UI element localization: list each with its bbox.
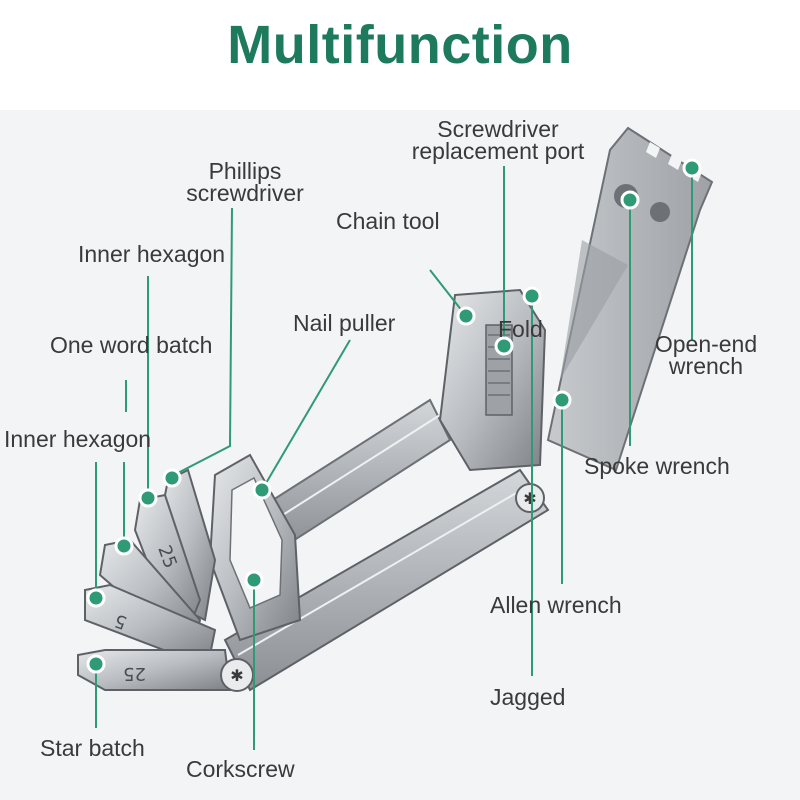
markers	[86, 158, 702, 674]
label-corkscrew: Corkscrew	[186, 756, 295, 782]
marker-dot-icon	[244, 570, 264, 590]
leader-phillips	[171, 207, 233, 477]
bit-fan: 25 5 25 ✱	[77, 468, 254, 692]
marker-dot-icon	[162, 468, 182, 488]
label-open-end-wrench: Open-end wrench	[654, 331, 758, 379]
label-spoke-wrench: Spoke wrench	[584, 453, 730, 479]
star-screw-icon: ✱	[523, 489, 536, 508]
leader-chain-tool	[429, 269, 467, 317]
label-phillips-screwdriver: Phillips screwdriver	[186, 158, 304, 206]
label-jagged: Jagged	[490, 684, 566, 710]
marker-dot-icon	[522, 286, 542, 306]
leader-nail-puller	[261, 339, 351, 491]
label-fold: Fold	[498, 316, 543, 342]
leader-lines	[95, 166, 693, 750]
label-star-batch: Star batch	[40, 735, 145, 761]
label-one-word-batch: One word batch	[50, 332, 213, 358]
marker-dot-icon	[620, 190, 640, 210]
chain-tool-part	[438, 288, 547, 472]
label-inner-hexagon-left: Inner hexagon	[4, 426, 152, 452]
page-title: Multifunction	[227, 15, 573, 75]
star-screw-icon: ✱	[230, 666, 243, 685]
marker-dot-icon	[456, 306, 476, 326]
marker-dot-icon	[114, 536, 134, 556]
label-inner-hexagon-top: Inner hexagon	[78, 241, 226, 267]
bit-engraving-c: 25	[123, 663, 146, 684]
label-nail-puller: Nail puller	[293, 310, 396, 336]
marker-dot-icon	[682, 158, 702, 178]
marker-dot-icon	[86, 654, 106, 674]
marker-dot-icon	[252, 480, 272, 500]
label-chain-tool: Chain tool	[336, 208, 440, 234]
marker-dot-icon	[494, 336, 514, 356]
marker-dot-icon	[552, 390, 572, 410]
label-screwdriver-replacement-port: Screwdriver replacement port	[411, 116, 585, 164]
marker-dot-icon	[86, 588, 106, 608]
label-allen-wrench: Allen wrench	[490, 592, 622, 618]
marker-dot-icon	[138, 488, 158, 508]
